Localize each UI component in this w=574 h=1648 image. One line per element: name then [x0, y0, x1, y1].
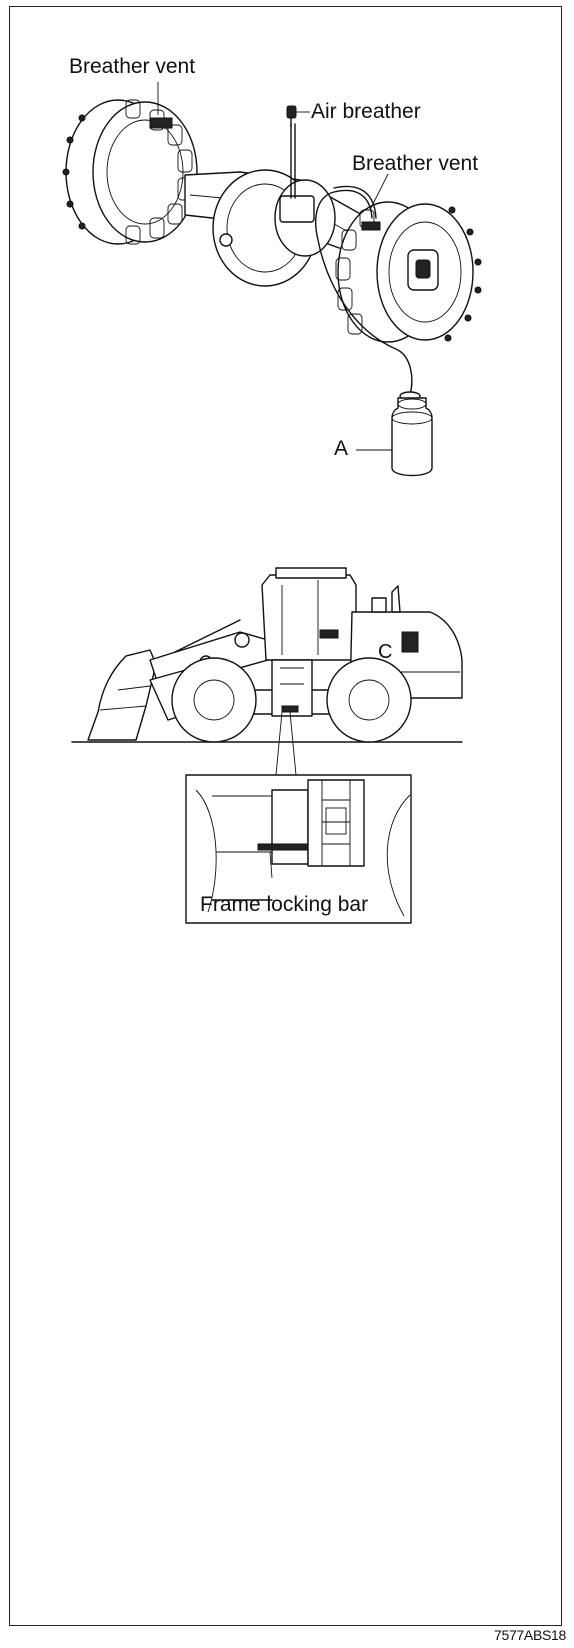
bucket: [87, 649, 157, 741]
operator-cab: [261, 567, 357, 661]
frame-locking-bar-label: Frame locking bar: [200, 893, 369, 916]
container-a: [391, 391, 433, 477]
drain-hose: [315, 185, 413, 396]
articulation-joint: [271, 659, 313, 717]
differential-housing: [212, 123, 336, 287]
air-breather-label: Air breather: [311, 100, 421, 123]
left-wheel-hub: [62, 99, 198, 245]
label-leaders: [157, 82, 392, 451]
front-wheel: [171, 657, 257, 743]
zoom-pointer: [275, 711, 297, 776]
page-border: [9, 6, 562, 1626]
breather-vent-right-label: Breather vent: [352, 152, 479, 175]
breather-vent-left-label: Breather vent: [69, 55, 196, 78]
rear-wheel: [326, 657, 412, 743]
air-breather-icon: [286, 105, 310, 127]
frame-lock-inset: [185, 774, 412, 924]
container-a-label: A: [334, 437, 349, 460]
right-wheel-hub: [335, 201, 482, 343]
svg-text:C: C: [378, 641, 392, 663]
drawing-code: 7577ABS18: [493, 1627, 566, 1643]
